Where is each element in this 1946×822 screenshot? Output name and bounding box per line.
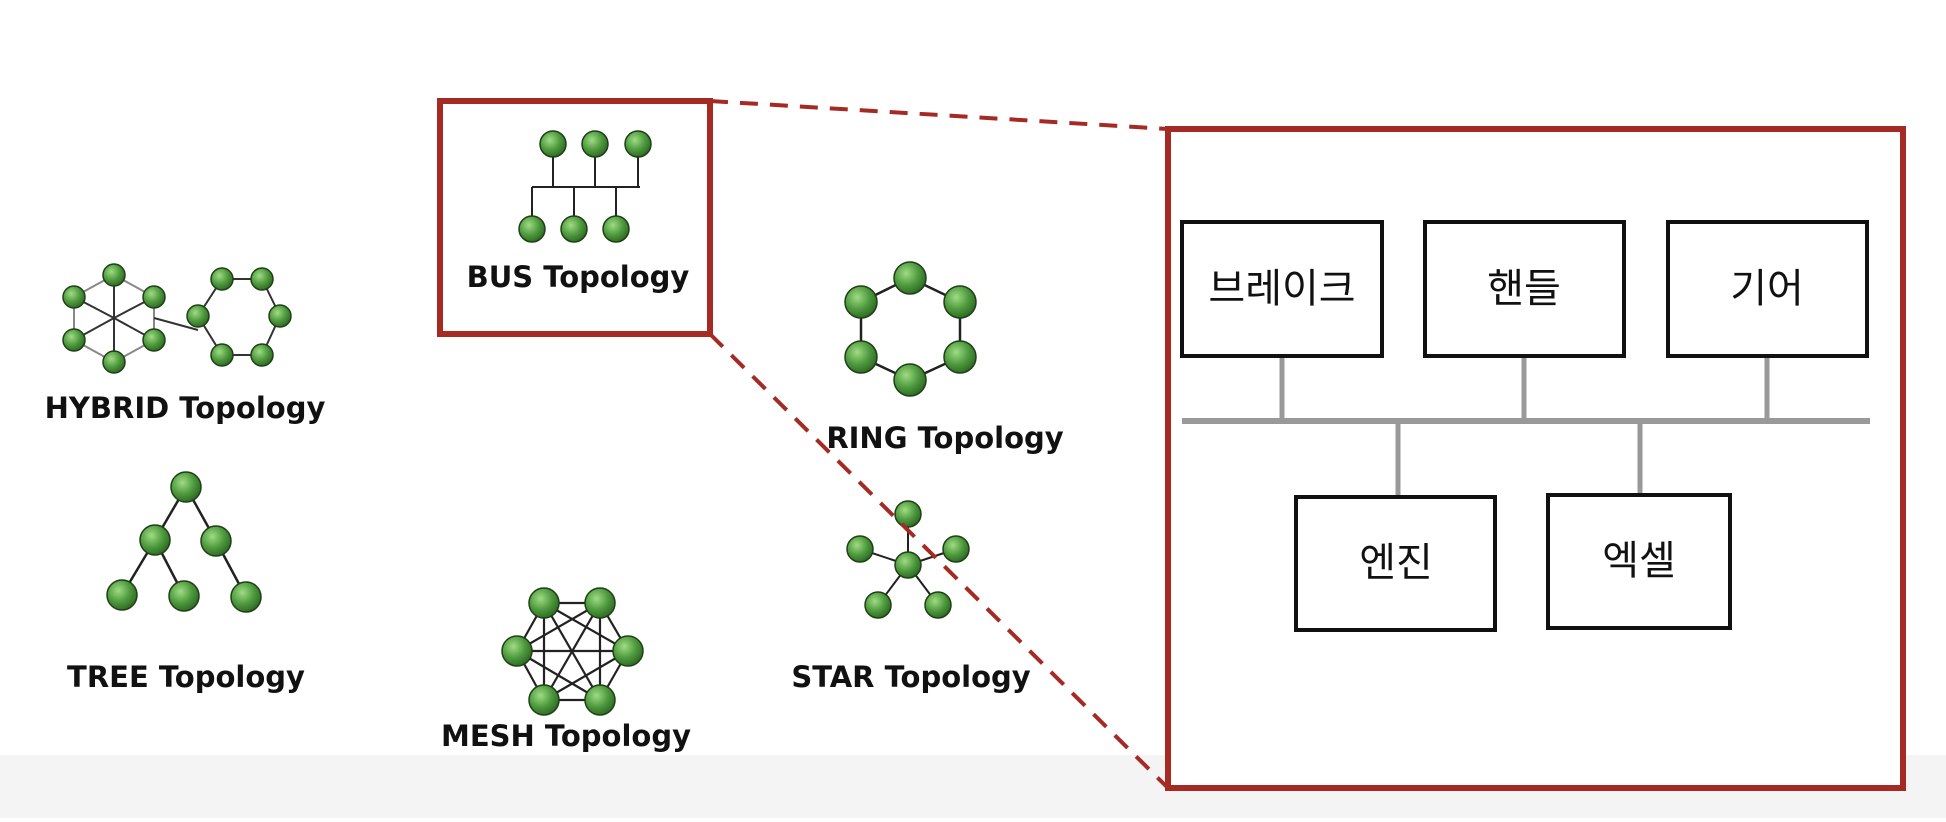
tree-nodes [106, 471, 262, 613]
tree-topology-label: TREE Topology [67, 660, 305, 694]
mesh-topology-label: MESH Topology [441, 719, 691, 753]
device-label-brake: 브레이크 [1208, 266, 1355, 312]
hybrid-topology-label: HYBRID Topology [45, 391, 326, 425]
bus-highlight-box [437, 98, 713, 337]
bus-topology-label: BUS Topology [467, 260, 690, 294]
mesh-topology-icon [516, 601, 629, 702]
hybrid-topology-icon [73, 274, 282, 363]
device-label-accel: 엑셀 [1602, 538, 1676, 584]
device-box-brake: 브레이크 [1180, 220, 1384, 358]
bus-nodes [518, 130, 652, 243]
ring-nodes [844, 261, 977, 397]
device-box-handle: 핸들 [1423, 220, 1626, 358]
zoom-connector-top [709, 99, 1169, 131]
device-box-gear: 기어 [1666, 220, 1869, 358]
star-topology-label: STAR Topology [791, 660, 1030, 694]
hybrid-nodes [62, 263, 292, 374]
mesh-nodes [501, 587, 644, 716]
device-label-engine: 엔진 [1359, 540, 1433, 586]
star-nodes [846, 500, 970, 619]
device-box-engine: 엔진 [1294, 495, 1497, 632]
device-label-handle: 핸들 [1487, 266, 1561, 312]
device-box-accel: 엑셀 [1546, 493, 1732, 630]
ring-topology-label: RING Topology [826, 421, 1063, 455]
device-label-gear: 기어 [1730, 266, 1804, 312]
zoom-connector-bottom [708, 332, 1170, 790]
bus-drops [1279, 356, 1770, 497]
